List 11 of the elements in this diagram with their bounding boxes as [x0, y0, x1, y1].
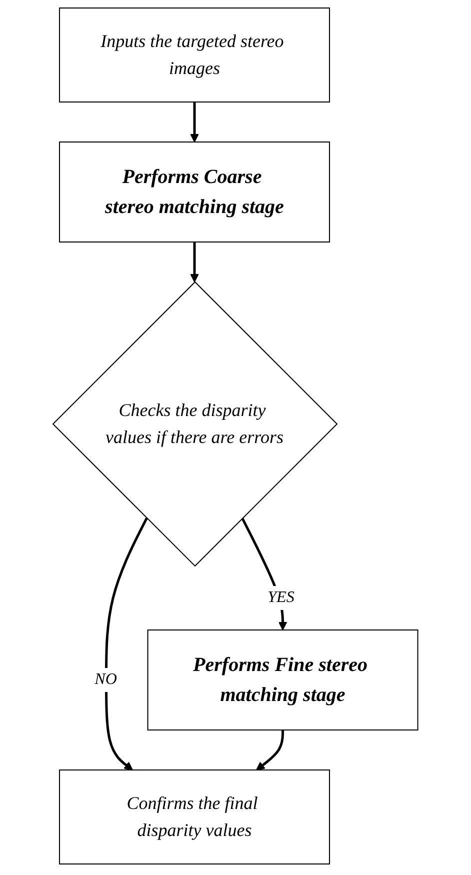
arrow — [105, 518, 148, 770]
node-box: Confirms the final disparity values — [59, 769, 330, 864]
edge-label: NO — [94, 670, 118, 688]
edge-label: YES — [268, 588, 294, 606]
arrow — [256, 730, 284, 770]
node-box: Performs Fine stereo matching stage — [147, 629, 418, 730]
node-box: Performs Coarse stereo matching stage — [59, 142, 330, 242]
node-diamond: Checks the disparity values if there are errors — [52, 281, 338, 567]
arrow — [190, 102, 199, 142]
node-box: Inputs the targeted stereo images — [59, 8, 330, 102]
arrow — [190, 242, 199, 282]
